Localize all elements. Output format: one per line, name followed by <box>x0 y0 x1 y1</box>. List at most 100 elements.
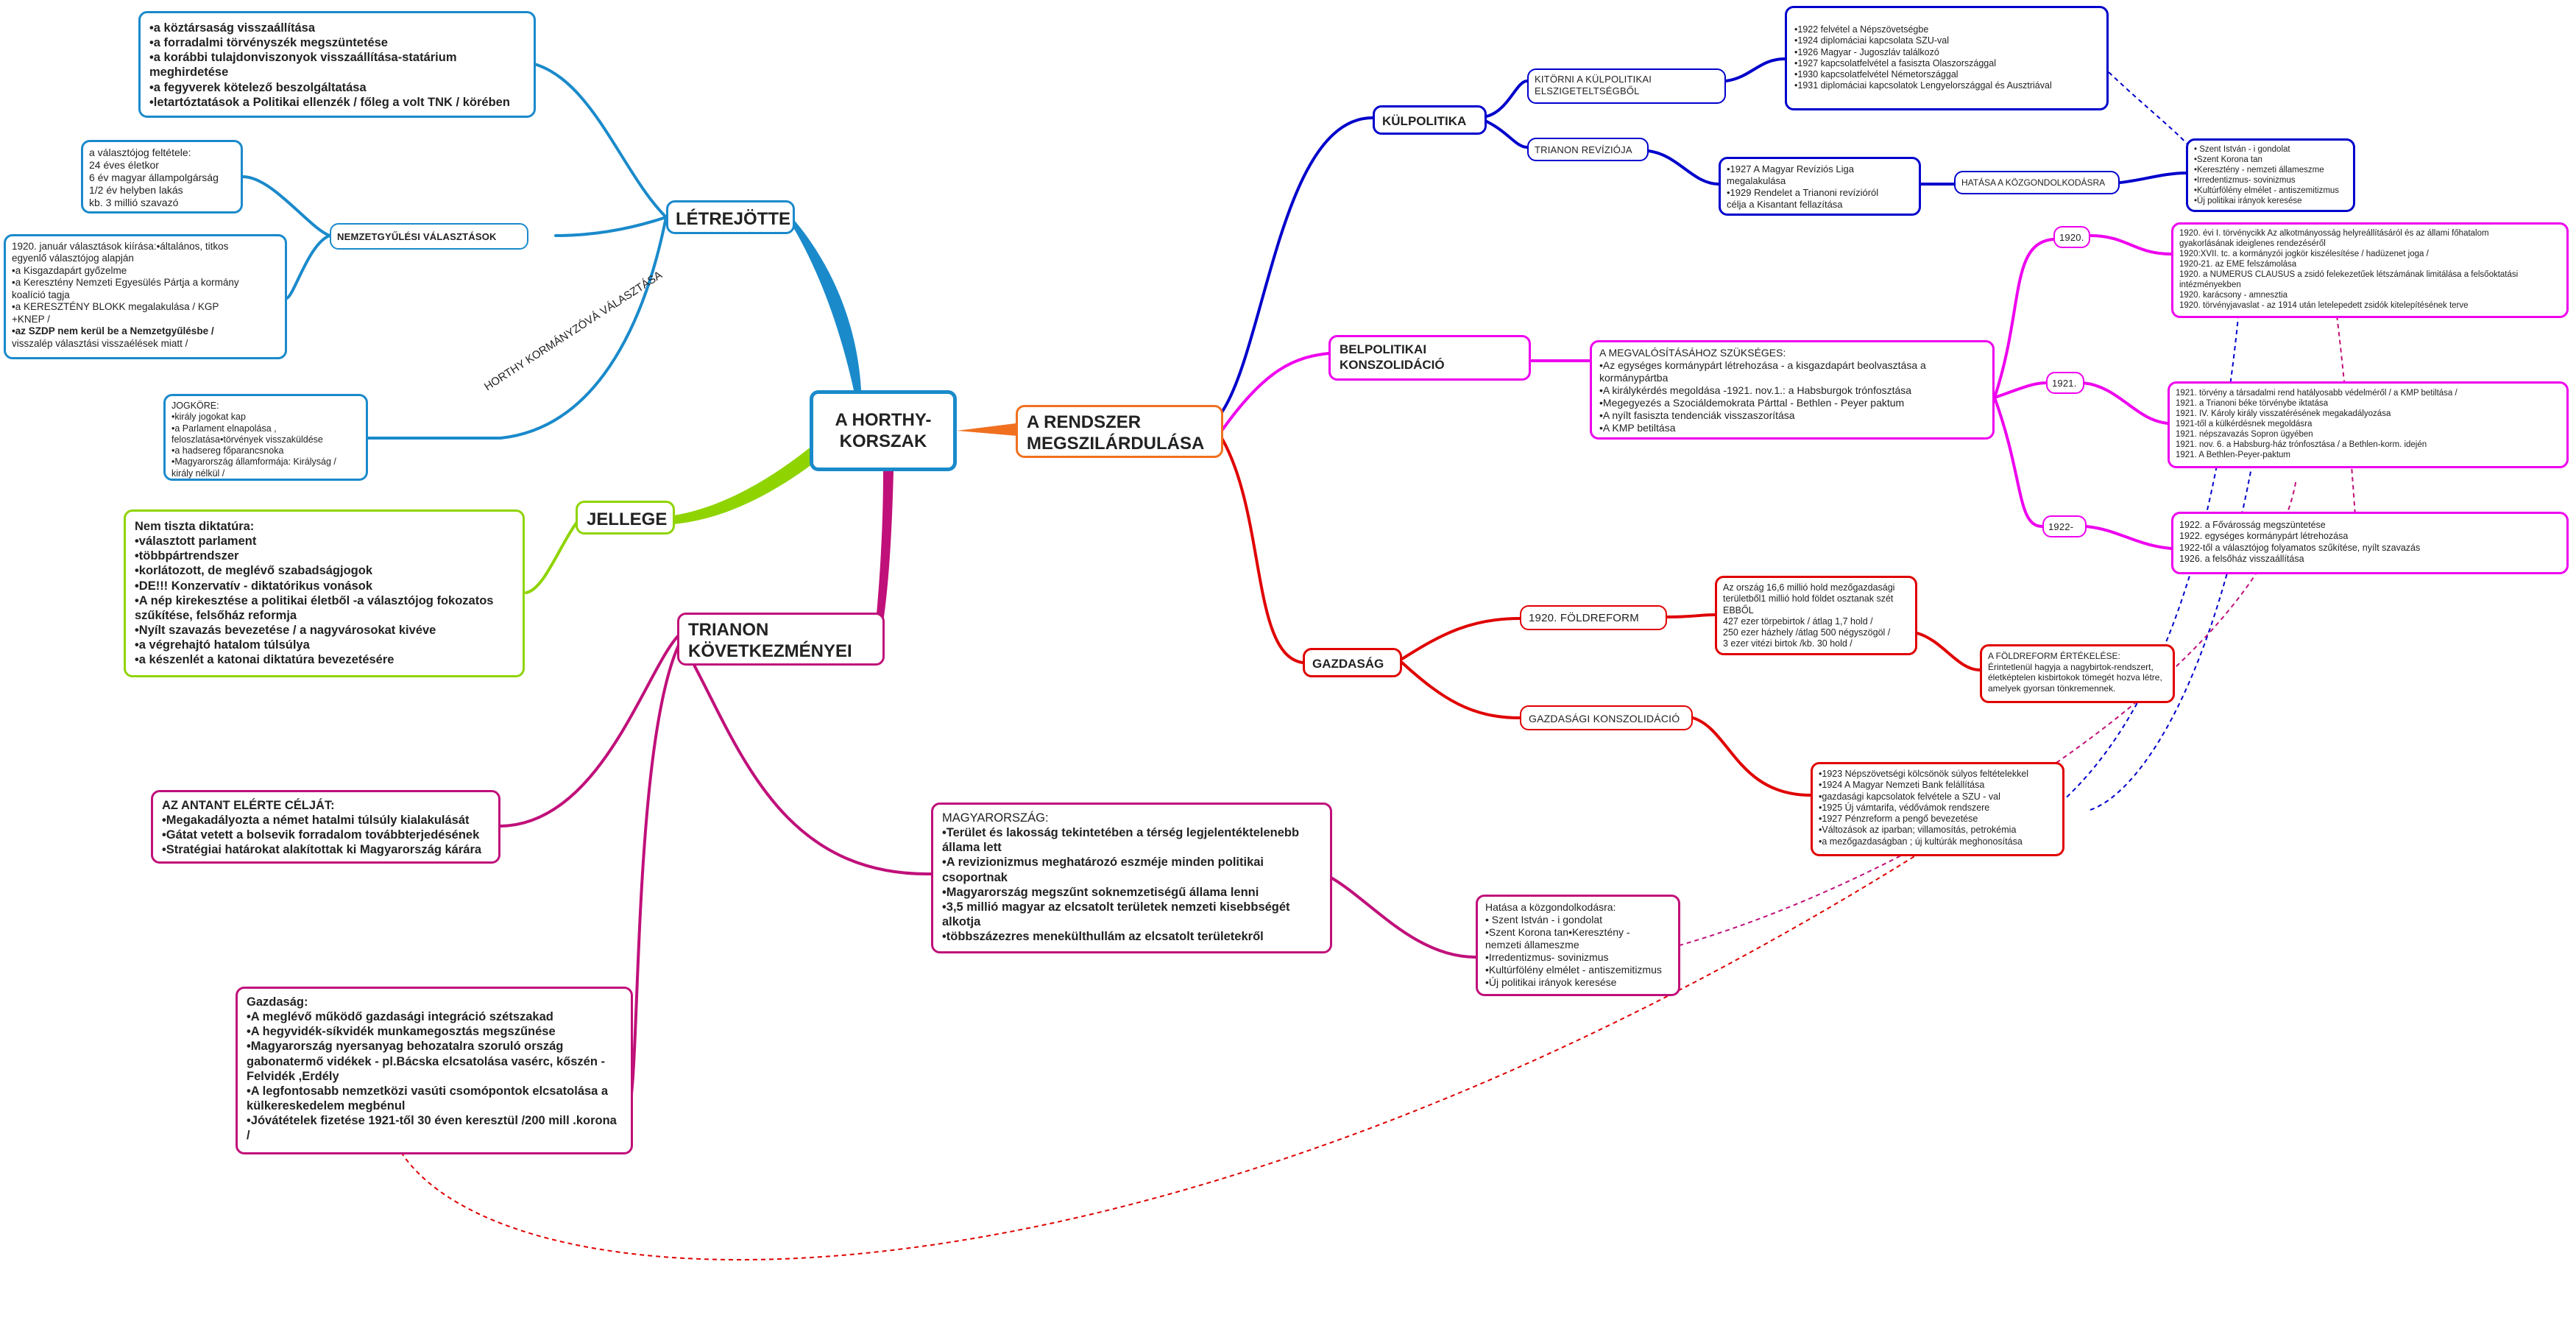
year-1922-node[interactable]: 1922- <box>2042 515 2087 537</box>
text-line: •A nép kirekesztése a politikai életből … <box>135 593 494 607</box>
text-line: •Szent Korona tan <box>2194 155 2262 165</box>
text-line: feloszlatása•törvények visszaküldése <box>171 434 323 445</box>
text-line: •Keresztény - nemzeti állameszme <box>2194 166 2324 175</box>
trianon-hatasa-box: Hatása a közgondolkodásra: • Szent Istvá… <box>1476 895 1680 996</box>
text-line: gyakorlásának ideiglenes rendezéséről <box>2179 239 2326 249</box>
nemzetgyulesi-label: NEMZETGYŰLÉSI VÁLASZTÁSOK <box>337 231 497 242</box>
trianon-node[interactable]: TRIANON KÖVETKEZMÉNYEI <box>677 613 885 666</box>
text-line: +KNEP / <box>12 313 50 325</box>
text-line: •3,5 millió magyar az elcsatolt területe… <box>942 900 1290 914</box>
text-line: •Az egységes kormánypárt létrehozása - a… <box>1599 359 1926 372</box>
text-line: •király jogokat kap <box>171 412 246 423</box>
rendszer-node[interactable]: A RENDSZER MEGSZILÁRDULÁSA <box>1016 405 1223 458</box>
kulpolitika-hatasa-box: • Szent István - i gondolat •Szent Koron… <box>2186 138 2355 212</box>
text-line: 250 ezer házhely /átlag 500 négyszögöl / <box>1723 627 1891 638</box>
text-line: •1927 kapcsolatfelvétel a fasiszta Olasz… <box>1794 57 1996 68</box>
text-line: •A meglévő működő gazdasági integráció s… <box>247 1010 553 1024</box>
text-line: •A KMP betiltása <box>1599 422 1676 434</box>
stem-rendszer <box>957 423 1017 436</box>
text-line: alkotja <box>942 914 981 928</box>
letrejotte-node[interactable]: LÉTREJÖTTE <box>666 200 795 234</box>
foldreform-label: 1920. FÖLDREFORM <box>1529 612 1639 624</box>
text-line: 1922. egységes kormánypárt létrehozása <box>2179 531 2349 542</box>
letrejotte-title: LÉTREJÖTTE <box>676 209 791 229</box>
text-line: EBBŐL <box>1723 604 1754 616</box>
text-line: 1/2 év helyben lakás <box>89 184 183 197</box>
text-line: Nem tiszta diktatúra: <box>135 520 255 533</box>
text-line: 1920. karácsony - amnesztia <box>2179 291 2288 300</box>
text-line: 1926. a felsőház visszaállítása <box>2179 553 2304 564</box>
text-line: 1920. évi I. törvénycikk Az alkotmányoss… <box>2179 229 2489 238</box>
kitorni-line2: ELSZIGETELTSÉGBŐL <box>1535 85 1640 96</box>
kulpolitika-title: KÜLPOLITIKA <box>1382 114 1467 128</box>
text-line: megalakulása <box>1727 174 1786 186</box>
text-line: •A hegyvidék-síkvidék munkamegosztás meg… <box>247 1025 556 1039</box>
text-line: egyenlő választójog alapján <box>12 253 134 264</box>
text-line: 1921. nov. 6. a Habsburg-ház trónfosztás… <box>2176 440 2427 450</box>
text-line: 1920. a NUMERUS CLAUSUS a zsidó felekeze… <box>2179 270 2519 280</box>
text-line: •a végrehajtó hatalom túlsúlya <box>135 638 310 652</box>
text-line: •Irredentizmus- sovinizmus <box>2194 176 2296 186</box>
text-line: 1921-től a külkérdésnek megoldásra <box>2176 420 2313 429</box>
text-line: 1921. a Trianoni béke törvénybe iktatása <box>2176 399 2329 409</box>
text-line: 1922-től a választójog folyamatos szűkít… <box>2179 542 2421 553</box>
text-line: •Stratégiai határokat alakítottak ki Mag… <box>162 843 482 857</box>
root-node[interactable]: A HORTHY- KORSZAK <box>810 390 957 471</box>
text-line: •Gátat vetett a bolsevik forradalom tová… <box>162 828 480 842</box>
kulpolitika-node[interactable]: KÜLPOLITIKA <box>1373 105 1487 135</box>
text-line: •Megegyezés a Szociáldemokrata Párttal -… <box>1599 397 1905 409</box>
jellege-node[interactable]: JELLEGE <box>576 501 675 535</box>
year-label: 1920. <box>2059 232 2084 243</box>
trianon-revizioja-node[interactable]: TRIANON REVÍZIÓJA <box>1527 138 1649 161</box>
gazdasag-node[interactable]: GAZDASÁG <box>1303 648 1402 677</box>
text-line: •Terület és lakosság tekintetében a térs… <box>942 826 1300 840</box>
year-label: 1921. <box>2052 378 2077 389</box>
text-line: •1925 Új vámtarifa, védővámok rendszere <box>1819 802 1990 813</box>
foldreform-box: Az ország 16,6 millió hold mezőgazdasági… <box>1715 576 1917 655</box>
text-line: •a mezőgazdaságban ; új kultúrák meghono… <box>1819 836 2023 847</box>
text-line: szűkítése, felsőház reformja <box>135 608 297 622</box>
text-line: 1920-21. az EME felszámolása <box>2179 260 2297 269</box>
text-line: •Új politikai irányok keresése <box>1485 976 1617 989</box>
text-line: JOGKÖRE: <box>171 401 219 411</box>
text-line: 24 éves életkor <box>89 159 159 172</box>
hatasa-kozgondolkodasra-node[interactable]: HATÁSA A KÖZGONDOLKODÁSRA <box>1954 171 2120 194</box>
text-line: •DE!!! Konzervatív - diktatórikus vonáso… <box>135 579 373 593</box>
text-line: 1922. a Fővárosság megszüntetése <box>2179 520 2326 530</box>
gazdasagi-konszolidacio-node[interactable]: GAZDASÁGI KONSZOLIDÁCIÓ <box>1520 705 1693 730</box>
text-line: MAGYARORSZÁG: <box>942 811 1049 825</box>
trianon-title-line1: TRIANON <box>688 620 769 640</box>
text-line: •1929 Rendelet a Trianoni revízióról <box>1727 186 1879 198</box>
text-line: •1926 Magyar - Jugoszláv találkozó <box>1794 46 1939 57</box>
text-line: 1921. népszavazás Sopron ügyében <box>2176 430 2313 440</box>
text-line: •1922 felvétel a Népszövetségbe <box>1794 24 1929 35</box>
year-1921-node[interactable]: 1921. <box>2046 372 2084 394</box>
text-line: •1923 Népszövetségi kölcsönök súlyos fel… <box>1819 769 2029 779</box>
revizio-label: TRIANON REVÍZIÓJA <box>1535 144 1632 155</box>
text-line: •letartóztatások a Politikai ellenzék / … <box>149 95 510 109</box>
text-line: 1921. IV. Károly király visszatérésének … <box>2176 409 2391 419</box>
belpolitika-1920-box: 1920. évi I. törvénycikk Az alkotmányoss… <box>2171 222 2569 318</box>
foldreform-node[interactable]: 1920. FÖLDREFORM <box>1520 605 1667 630</box>
valasztasok-1920-box: 1920. január választások kiírása:•általá… <box>4 234 287 359</box>
kitorni-node[interactable]: KITÖRNI A KÜLPOLITIKAI ELSZIGETELTSÉGBŐL <box>1527 68 1726 104</box>
nemzetgyulesi-valasztasok-node[interactable]: NEMZETGYŰLÉSI VÁLASZTÁSOK <box>330 223 528 250</box>
belpolitika-node[interactable]: BELPOLITIKAI KONSZOLIDÁCIÓ <box>1328 335 1531 381</box>
text-line: Gazdaság: <box>247 995 308 1009</box>
year-1920-node[interactable]: 1920. <box>2053 226 2090 248</box>
text-line: •Változások az iparban; villamosítás, pe… <box>1819 825 2017 836</box>
text-line: •1927 A Magyar Revíziós Liga <box>1727 163 1854 174</box>
text-line: A MEGVALÓSÍTÁSÁHOZ SZÜKSÉGES: <box>1599 347 1786 359</box>
text-line: 6 év magyar állampolgárság <box>89 172 219 184</box>
year-label: 1922- <box>2048 521 2074 532</box>
text-line: nemzeti állameszme <box>1485 939 1579 951</box>
text-line: •korlátozott, de meglévő szabadságjogok <box>135 564 373 578</box>
text-line: gabonatermő vidékek - pl.Bácska elcsatol… <box>247 1054 605 1068</box>
text-line: •A nyílt fasiszta tendenciák visszaszorí… <box>1599 409 1795 422</box>
antant-box: AZ ANTANT ELÉRTE CÉLJÁT: •Megakadályozta… <box>151 790 500 864</box>
text-line: területből1 millió hold földet osztanak … <box>1723 593 1894 604</box>
root-title-line1: A HORTHY- <box>835 409 932 430</box>
foldreform-ertekeles-box: A FÖLDREFORM ÉRTÉKELÉSE: Érintetlenül ha… <box>1980 644 2175 703</box>
text-line: •Jóvátételek fizetése 1921-től 30 éven k… <box>247 1114 617 1127</box>
